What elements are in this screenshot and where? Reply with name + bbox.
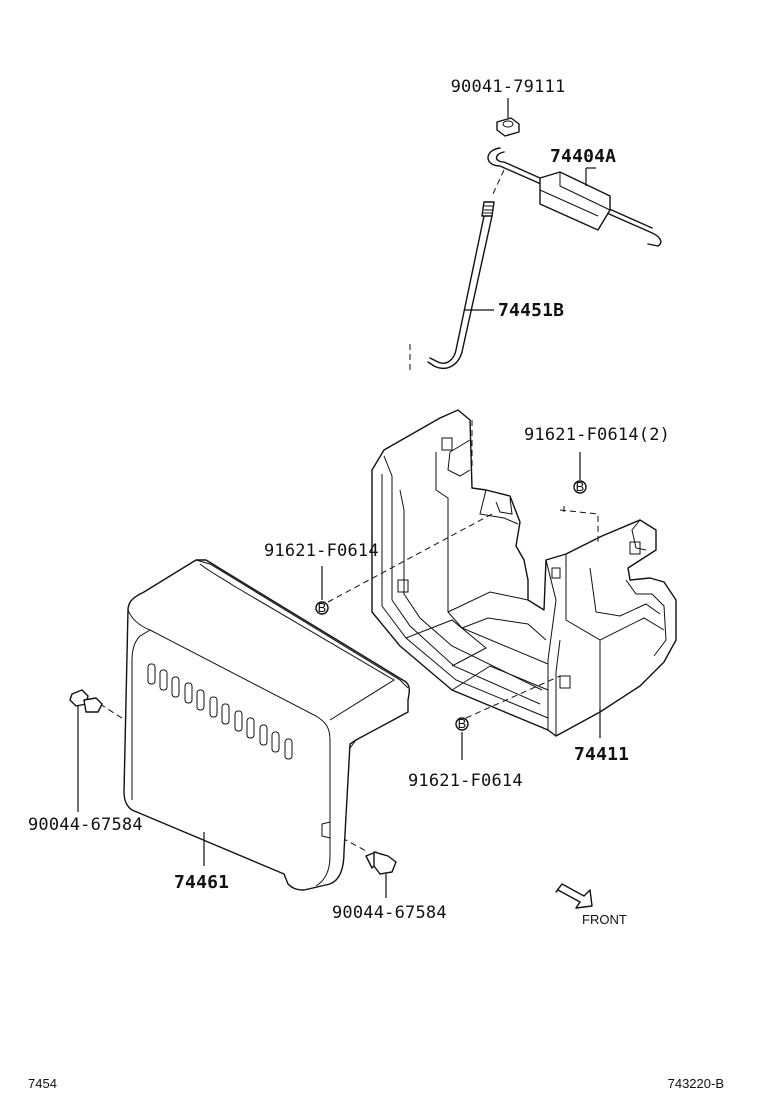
label-74411: 74411 bbox=[574, 744, 629, 765]
svg-text:B: B bbox=[458, 716, 467, 731]
battery-cover-74461 bbox=[123, 559, 411, 891]
label-91621-f0614-bottom: 91621-F0614 bbox=[408, 771, 523, 791]
label-91621-f0614-left: 91621-F0614 bbox=[264, 541, 379, 561]
label-74461: 74461 bbox=[174, 872, 229, 893]
battery-rod-74451b bbox=[409, 169, 505, 374]
clip-90044-67584-left bbox=[69, 689, 103, 812]
callout-b-top: B bbox=[573, 452, 587, 494]
label-front: FRONT bbox=[582, 912, 627, 927]
svg-text:B: B bbox=[576, 479, 585, 494]
callout-b-bottom: B bbox=[455, 716, 469, 760]
nut-90041-79111 bbox=[496, 98, 520, 137]
assembly-lines bbox=[99, 420, 599, 853]
label-91621-f0614-2: 91621-F0614(2) bbox=[524, 425, 670, 445]
label-90044-67584-left: 90044-67584 bbox=[28, 815, 143, 835]
footer-left-code: 7454 bbox=[28, 1076, 57, 1091]
battery-tray-74411 bbox=[371, 409, 677, 738]
battery-clamp-74404a bbox=[487, 147, 662, 247]
callout-b-left: B bbox=[315, 566, 329, 615]
label-74451b: 74451B bbox=[498, 300, 564, 321]
svg-text:B: B bbox=[318, 600, 327, 615]
footer-right-code: 743220-B bbox=[668, 1076, 724, 1091]
front-arrow-icon bbox=[555, 883, 593, 909]
cover-vent-slots bbox=[147, 663, 293, 760]
label-90044-67584-right: 90044-67584 bbox=[332, 903, 447, 923]
clip-90044-67584-right bbox=[365, 851, 397, 898]
label-90041-79111: 90041-79111 bbox=[451, 77, 566, 97]
label-74404a: 74404A bbox=[550, 146, 616, 167]
